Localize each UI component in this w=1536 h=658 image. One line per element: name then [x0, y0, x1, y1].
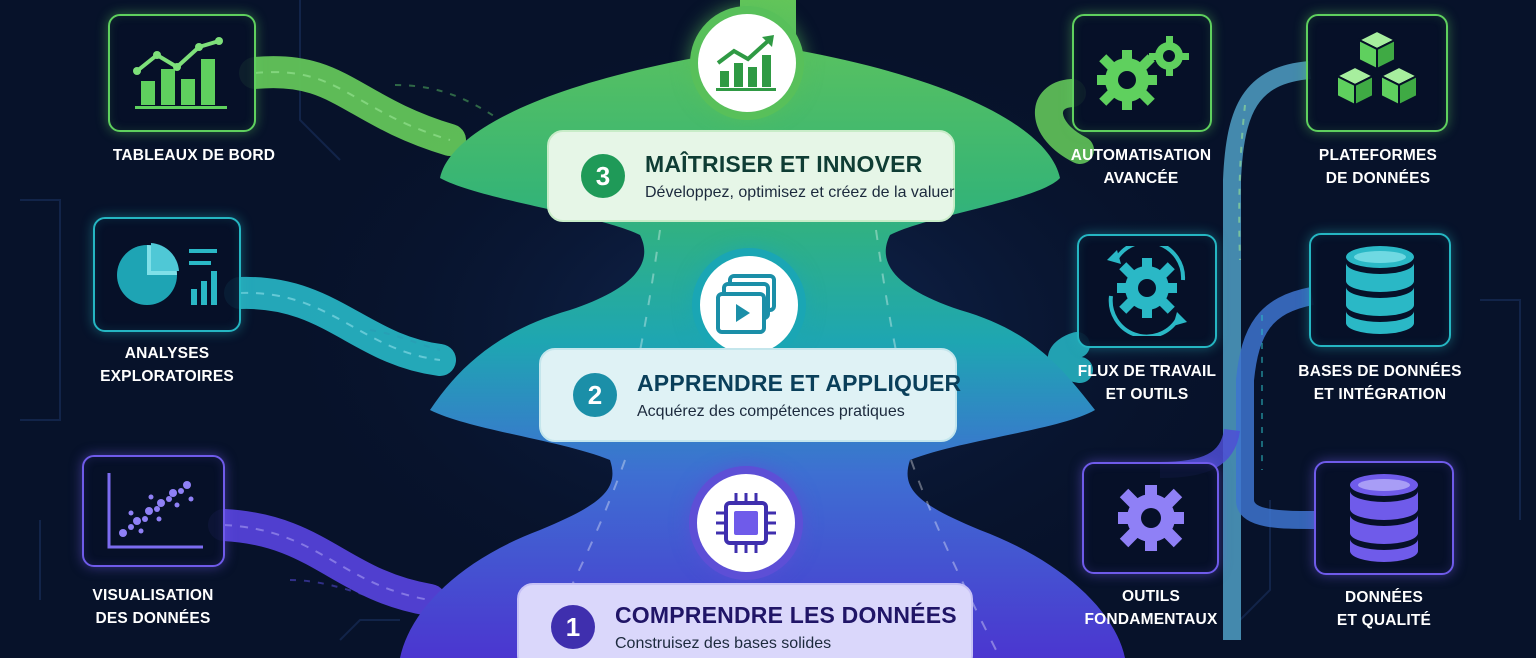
- scatter-plot-icon: [107, 473, 203, 549]
- media-play-icon: [716, 274, 776, 334]
- dashboards-tile[interactable]: [108, 14, 256, 132]
- exploratory-analyses-tile[interactable]: [93, 217, 241, 332]
- stage-1-subtitle: Construisez des bases solides: [615, 634, 832, 652]
- data-platforms-tile[interactable]: [1306, 14, 1448, 132]
- fundamental-tools-tile[interactable]: [1082, 462, 1219, 574]
- cubes-icon: [1334, 29, 1420, 107]
- road-databases: [1236, 287, 1317, 529]
- stage-2-subtitle: Acquérez des compétences pratiques: [637, 402, 905, 420]
- stage-3-icon-badge: [690, 6, 804, 120]
- stage-2-icon-badge: [692, 248, 806, 362]
- processor-chip-icon: [716, 493, 776, 553]
- stage-3-card[interactable]: 3 MAÎTRISER ET INNOVER Développez, optim…: [547, 130, 955, 222]
- stage-3-number: 3: [581, 154, 625, 198]
- road-dashboards: [239, 56, 466, 156]
- workflow-tools-tile[interactable]: [1077, 234, 1217, 348]
- stage-3-subtitle: Développez, optimisez et créez de la val…: [645, 183, 955, 201]
- gear-icon: [1117, 485, 1184, 551]
- database-icon: [1350, 474, 1418, 562]
- dashboards-label: TABLEAUX DE BORD: [112, 147, 276, 164]
- advanced-automation-tile[interactable]: [1072, 14, 1212, 132]
- road-platforms: [1223, 61, 1311, 640]
- stage-2-card[interactable]: 2 APPRENDRE ET APPLIQUER Acquérez des co…: [539, 348, 961, 442]
- road-analyses: [224, 276, 456, 376]
- data-quality-tile[interactable]: [1314, 461, 1454, 575]
- growth-chart-icon: [716, 35, 776, 91]
- stage-1-title: COMPRENDRE LES DONNÉES: [615, 601, 957, 628]
- data-visualisation-tile[interactable]: [82, 455, 225, 567]
- gears-icon: [1097, 36, 1189, 110]
- database-icon: [1346, 246, 1414, 334]
- pie-chart-icon: [117, 242, 217, 305]
- stage-1-icon-badge: [689, 466, 803, 580]
- stage-1-number: 1: [551, 605, 595, 649]
- databases-integration-tile[interactable]: [1309, 233, 1451, 347]
- stage-1-card[interactable]: 1 COMPRENDRE LES DONNÉES Construisez des…: [517, 583, 973, 658]
- road-workflow: [1047, 332, 1093, 383]
- circuit-decoration: [20, 0, 1521, 641]
- stage-3-title: MAÎTRISER ET INNOVER: [645, 150, 923, 177]
- bar-chart-icon: [133, 37, 227, 109]
- workflow-gear-icon: [1107, 246, 1187, 336]
- stage-2-number: 2: [573, 373, 617, 417]
- stage-2-title: APPRENDRE ET APPLIQUER: [637, 369, 962, 396]
- road-automation: [1035, 79, 1094, 164]
